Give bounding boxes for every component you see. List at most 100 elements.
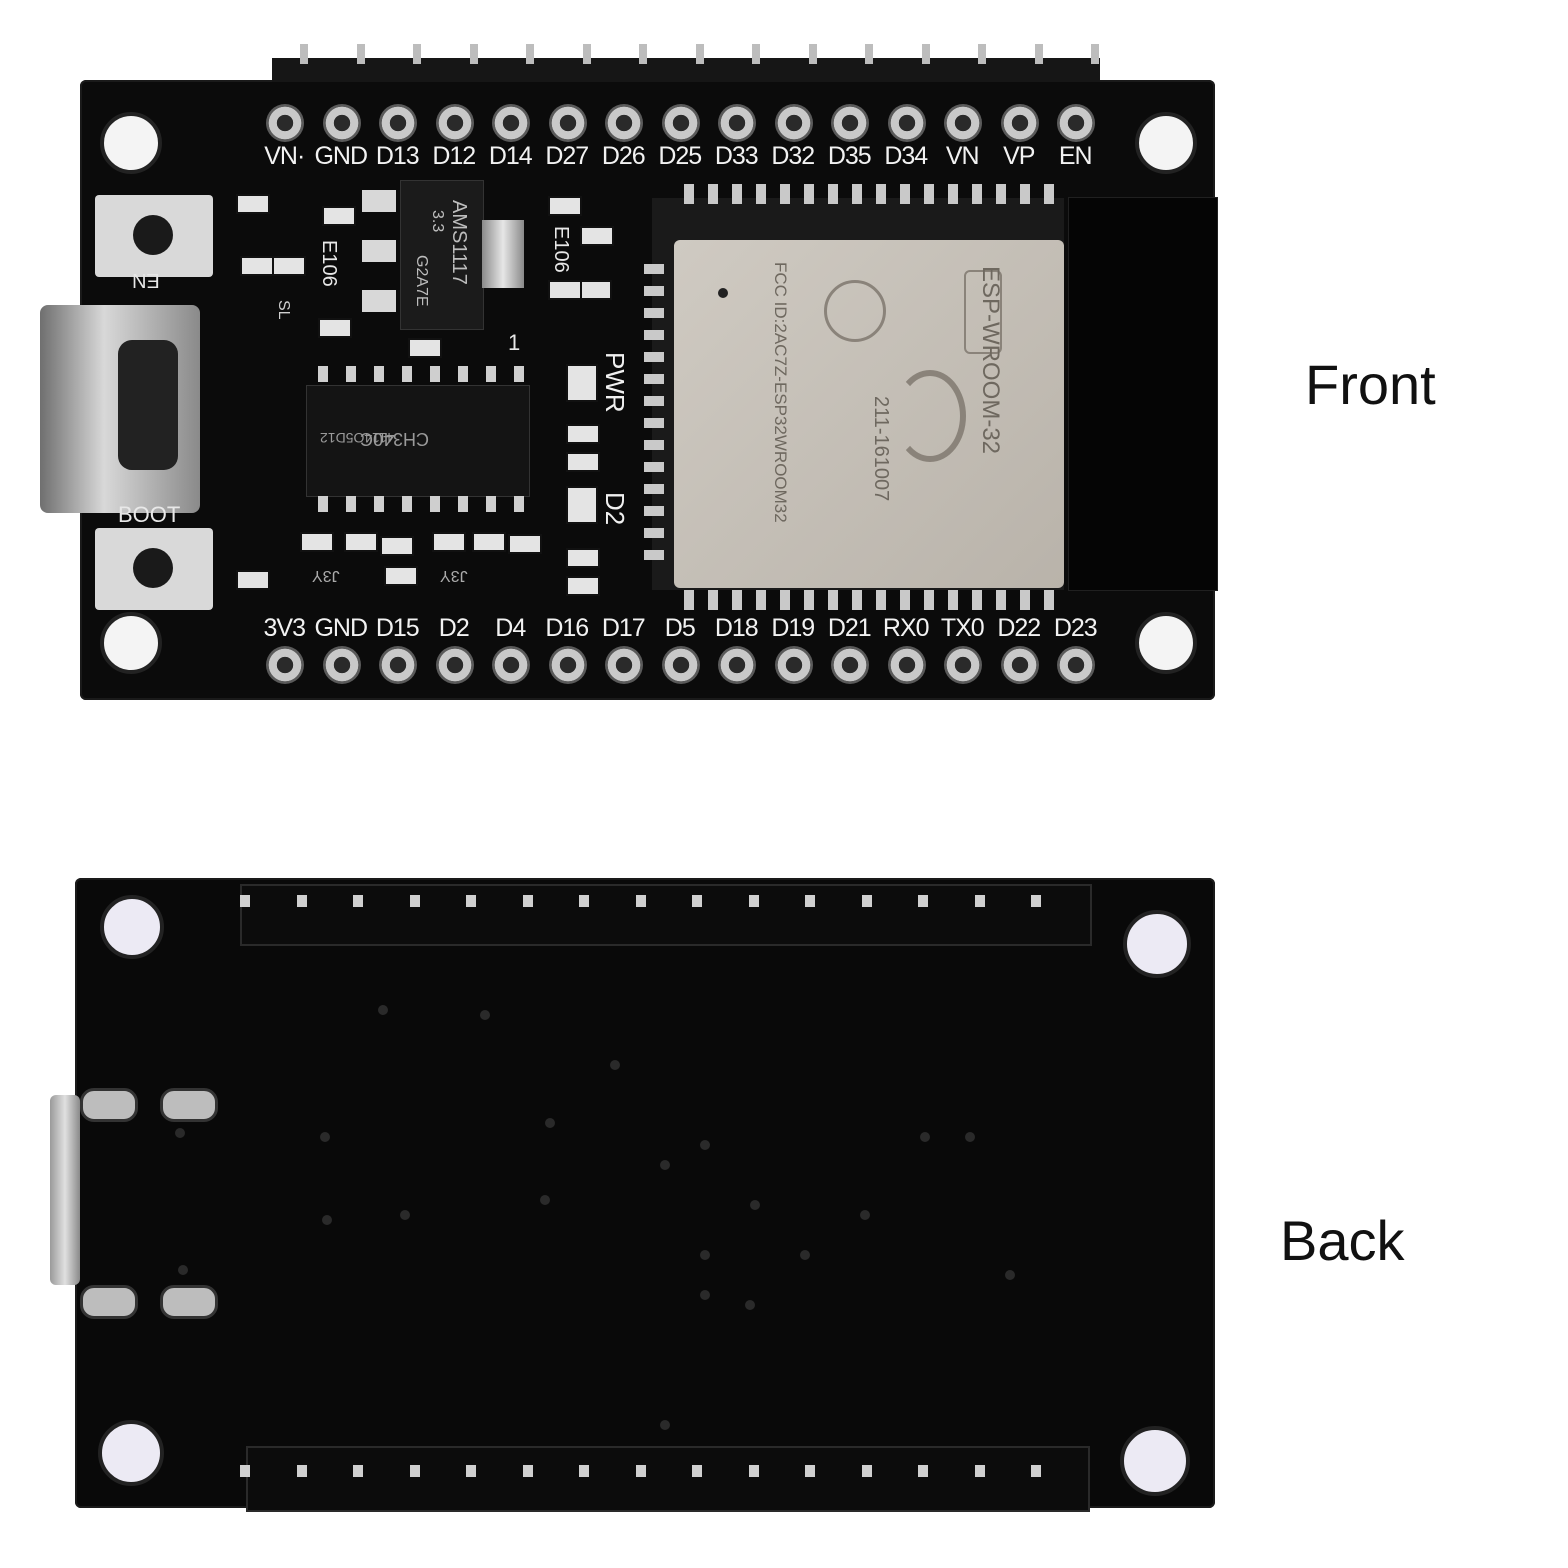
- chip-leg: [430, 496, 440, 512]
- e106-right-label: E106: [550, 226, 572, 273]
- pin-label: VN·: [264, 142, 305, 170]
- top-header-pin-8: [661, 104, 700, 142]
- pin-label: D34: [884, 142, 928, 170]
- usb-serial-chip-code: 4114O5D12: [320, 430, 395, 446]
- via: [178, 1265, 188, 1275]
- e106-left-label: E106: [318, 240, 340, 287]
- back-solder-point: [918, 895, 928, 907]
- back-mounting-hole-top-right: [1123, 910, 1191, 978]
- module-castellation-pad: [876, 184, 886, 204]
- front-mounting-hole-bottom-right: [1135, 612, 1197, 674]
- smd-component: [300, 532, 334, 552]
- via: [1005, 1270, 1015, 1280]
- pin-label: D17: [601, 614, 646, 642]
- module-castellation-pad: [732, 590, 742, 610]
- usb-c-port-opening: [118, 340, 178, 470]
- ce-mark-icon: [894, 370, 966, 462]
- header-pin-tip: [978, 44, 986, 64]
- module-castellation-pad: [828, 184, 838, 204]
- smd-component: [566, 452, 600, 472]
- module-castellation-pad: [644, 418, 664, 428]
- via: [750, 1200, 760, 1210]
- back-solder-point: [579, 895, 589, 907]
- back-solder-point: [748, 1465, 759, 1477]
- pcb-antenna-area: [1068, 197, 1218, 591]
- via: [920, 1132, 930, 1142]
- back-solder-point: [296, 1465, 307, 1477]
- smd-component: [344, 532, 378, 552]
- header-pin-tip: [582, 44, 591, 64]
- module-castellation-pad: [1044, 590, 1054, 610]
- back-solder-point: [409, 1465, 420, 1477]
- module-castellation-pad: [644, 308, 664, 318]
- header-pin-tip: [469, 44, 478, 64]
- j3y-right-label: J3Y: [440, 567, 468, 584]
- boot-silk-label: BOOT: [118, 502, 181, 527]
- module-castellation-pad: [852, 590, 862, 610]
- pin-label: GND: [314, 614, 368, 642]
- module-castellation-pad: [924, 590, 934, 610]
- via: [800, 1250, 810, 1260]
- en-reset-button: [95, 195, 213, 277]
- back-solder-point: [974, 895, 985, 907]
- bottom-header-pin-11: [831, 646, 869, 684]
- module-castellation-pad: [900, 590, 910, 610]
- top-header-pin-14: [1000, 104, 1039, 142]
- pwr-led: [566, 364, 598, 402]
- smd-component: [432, 532, 466, 552]
- header-pin-tip: [1034, 44, 1043, 64]
- via: [660, 1160, 670, 1170]
- module-castellation-pad: [684, 590, 694, 610]
- pin-label: D26: [601, 142, 646, 170]
- smd-component: [548, 280, 582, 300]
- header-pin-tip: [639, 44, 647, 64]
- via: [320, 1132, 330, 1142]
- top-header-pin-12: [887, 104, 926, 142]
- regulator-label-line-1: AMS1117: [448, 200, 470, 285]
- module-castellation-pad: [644, 264, 664, 274]
- top-header-pin-11: [831, 104, 869, 142]
- smd-component: [236, 194, 270, 214]
- chip-leg: [458, 496, 468, 512]
- pin-label: D19: [771, 614, 815, 642]
- back-top-header-outline: [240, 884, 1092, 946]
- chip-leg: [318, 366, 328, 382]
- pin-label: D25: [658, 142, 702, 170]
- back-solder-point: [466, 895, 476, 907]
- top-header-pin-10: [774, 104, 813, 142]
- pin-label: RX0: [882, 614, 930, 642]
- chip-leg: [458, 366, 468, 382]
- back-solder-point: [409, 895, 420, 907]
- chip-leg: [402, 366, 412, 382]
- j3y-left-label: J3Y: [312, 567, 340, 584]
- front-top-header: [272, 58, 1100, 82]
- top-header-pin-4: [435, 104, 474, 142]
- chip-leg: [346, 366, 356, 382]
- bottom-header-pin-4: [435, 646, 474, 684]
- smd-component: [578, 280, 612, 300]
- front-bottom-pin-row: [266, 646, 1114, 684]
- front-top-pin-row: [266, 104, 1114, 142]
- header-pin-tip: [808, 44, 817, 64]
- header-pin-tip: [752, 44, 760, 64]
- pin1-marker-label: 1: [508, 330, 521, 355]
- back-solder-point: [861, 1465, 872, 1477]
- pin-label: D12: [432, 142, 476, 170]
- module-castellation-pad: [756, 184, 766, 204]
- via: [700, 1140, 710, 1150]
- module-castellation-pad: [804, 184, 814, 204]
- header-pin-tip: [695, 44, 704, 64]
- bottom-header-pin-13: [944, 646, 982, 684]
- smd-component: [566, 576, 600, 596]
- bottom-header-pin-9: [718, 646, 756, 684]
- pin-label: D23: [1053, 614, 1098, 642]
- back-solder-point: [805, 895, 815, 907]
- via: [540, 1195, 550, 1205]
- pin-label: D16: [545, 614, 589, 642]
- via: [965, 1132, 975, 1142]
- pin-label: D32: [771, 142, 815, 170]
- chip-leg: [486, 496, 496, 512]
- chip-leg: [374, 366, 384, 382]
- d2-led: [566, 486, 598, 524]
